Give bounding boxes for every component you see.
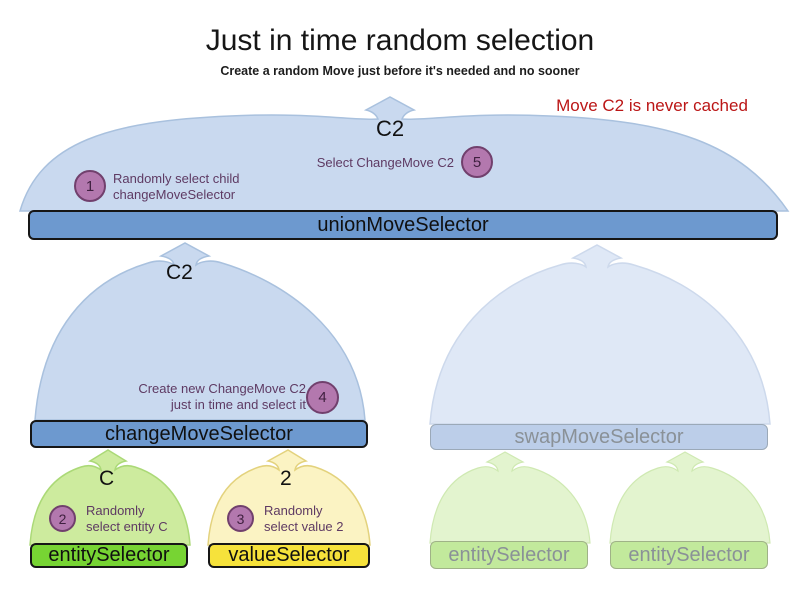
step-5-badge: 5 [461, 146, 493, 178]
value-output-label: 2 [280, 467, 292, 490]
value-selector-bar: valueSelector [208, 543, 370, 568]
entity-selector-faded-right-bar: entitySelector [610, 541, 768, 569]
entity-faded-left-dome-arrow [429, 451, 591, 544]
step-4-text: Create new ChangeMove C2 just in time an… [120, 381, 306, 412]
union-move-selector-bar: unionMoveSelector [28, 210, 778, 240]
step-1-text: Randomly select child changeMoveSelector [113, 171, 239, 202]
step-2-text: Randomly select entity C [86, 503, 168, 534]
never-cached-note: Move C2 is never cached [556, 96, 748, 115]
step-3-text: Randomly select value 2 [264, 503, 344, 534]
swap-move-selector-bar: swapMoveSelector [430, 424, 768, 450]
step-2-line2: select entity C [86, 518, 168, 534]
step-4-line1: Create new ChangeMove C2 [138, 381, 306, 396]
page-title: Just in time random selection [205, 24, 595, 57]
step-5-text: Select ChangeMove C2 [294, 155, 454, 171]
entity-output-label: C [99, 467, 115, 490]
change-output-dome-arrow [34, 242, 366, 421]
step-3-number: 3 [236, 510, 245, 527]
step-3-badge: 3 [227, 505, 254, 532]
step-1-line2: changeMoveSelector [113, 186, 236, 202]
union-output-dome-arrow [19, 96, 790, 212]
step-1-number: 1 [85, 177, 95, 195]
step-1-line1: Randomly select child [113, 171, 240, 186]
step-5-line1: Select ChangeMove C2 [316, 155, 454, 170]
step-4-badge: 4 [306, 381, 339, 414]
step-2-number: 2 [58, 510, 67, 527]
step-4-number: 4 [318, 389, 327, 406]
union-output-label: C2 [376, 116, 405, 141]
step-2-line1: Randomly [86, 503, 145, 518]
swap-output-dome-arrow [429, 244, 771, 425]
entity-faded-right-dome-arrow [609, 451, 771, 544]
entity-selector-faded-left-bar: entitySelector [430, 541, 588, 569]
change-output-label: C2 [166, 261, 193, 284]
step-3-line2: select value 2 [264, 518, 344, 534]
change-move-selector-bar: changeMoveSelector [30, 420, 368, 448]
page-subtitle: Create a random Move just before it's ne… [220, 64, 580, 78]
step-4-line2: just in time and select it [170, 396, 306, 412]
step-5-number: 5 [472, 153, 482, 171]
step-3-line1: Randomly [264, 503, 323, 518]
entity-selector-bar: entitySelector [30, 543, 188, 568]
step-1-badge: 1 [74, 170, 106, 202]
step-2-badge: 2 [49, 505, 76, 532]
